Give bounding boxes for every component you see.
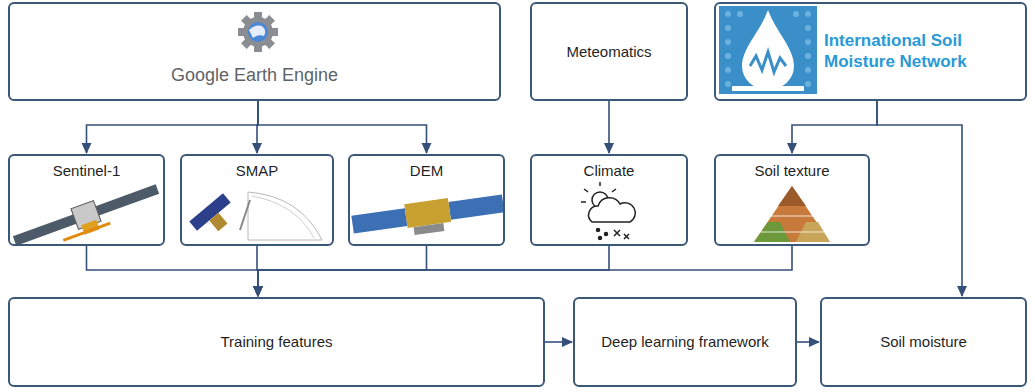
flow-arrow <box>877 101 962 296</box>
flow-arrow <box>797 341 819 343</box>
process-box: Meteomatics <box>530 2 688 101</box>
box-label: Meteomatics <box>566 43 651 61</box>
process-box: Google Earth Engine <box>8 2 501 101</box>
climate-illustration <box>581 182 635 240</box>
flow-arrow <box>258 246 427 296</box>
dem-illustration <box>351 191 506 244</box>
ismn-logo <box>719 6 817 94</box>
flow-arrow <box>87 101 259 153</box>
box-label: Google Earth Engine <box>171 65 338 87</box>
process-box: Climate <box>530 154 688 246</box>
flow-arrow <box>258 246 609 296</box>
process-box: Soil moisture <box>820 297 1027 387</box>
box-label: International Soil Moisture Network <box>824 31 984 72</box>
flow-arrow <box>608 101 610 153</box>
process-box: SMAP <box>180 154 334 246</box>
flow-arrow <box>87 246 259 296</box>
box-label: Soil moisture <box>880 333 967 351</box>
box-label: Deep learning framework <box>601 333 769 351</box>
box-label: DEM <box>410 162 443 180</box>
box-label: Soil texture <box>754 162 829 180</box>
process-box: International Soil Moisture Network <box>714 2 1027 101</box>
box-label: SMAP <box>236 162 279 180</box>
flow-arrow <box>258 246 792 296</box>
box-label: Climate <box>584 162 635 180</box>
box-label: Training features <box>220 333 332 351</box>
box-label: Sentinel-1 <box>53 162 121 180</box>
process-box: Deep learning framework <box>573 297 797 387</box>
flow-arrow <box>792 101 877 153</box>
earth-engine-logo <box>238 12 278 52</box>
process-box: Soil texture <box>714 154 870 246</box>
soil-texture-illustration <box>754 186 830 242</box>
process-box: Training features <box>8 297 545 387</box>
process-box: DEM <box>348 154 505 246</box>
smap-illustration <box>189 192 322 241</box>
process-box: Sentinel-1 <box>8 154 165 246</box>
flow-arrow <box>545 341 572 343</box>
flow-arrow <box>258 101 427 153</box>
